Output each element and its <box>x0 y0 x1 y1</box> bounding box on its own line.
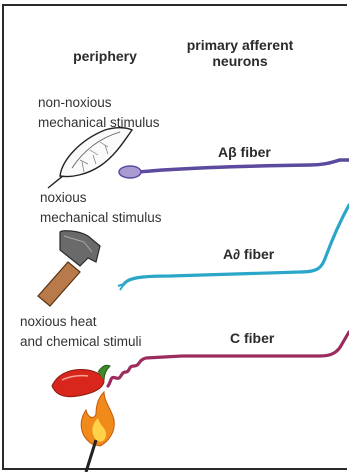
a-delta-free-ending <box>118 284 124 290</box>
a-delta-fiber-line <box>124 205 349 284</box>
c-fiber-line <box>108 332 349 386</box>
feather-icon <box>48 128 132 188</box>
chili-pepper-icon <box>52 365 110 396</box>
flame-icon <box>81 392 114 472</box>
hammer-icon <box>38 231 100 306</box>
a-beta-fiber-line <box>138 160 349 172</box>
a-beta-receptor-ending <box>119 166 141 178</box>
